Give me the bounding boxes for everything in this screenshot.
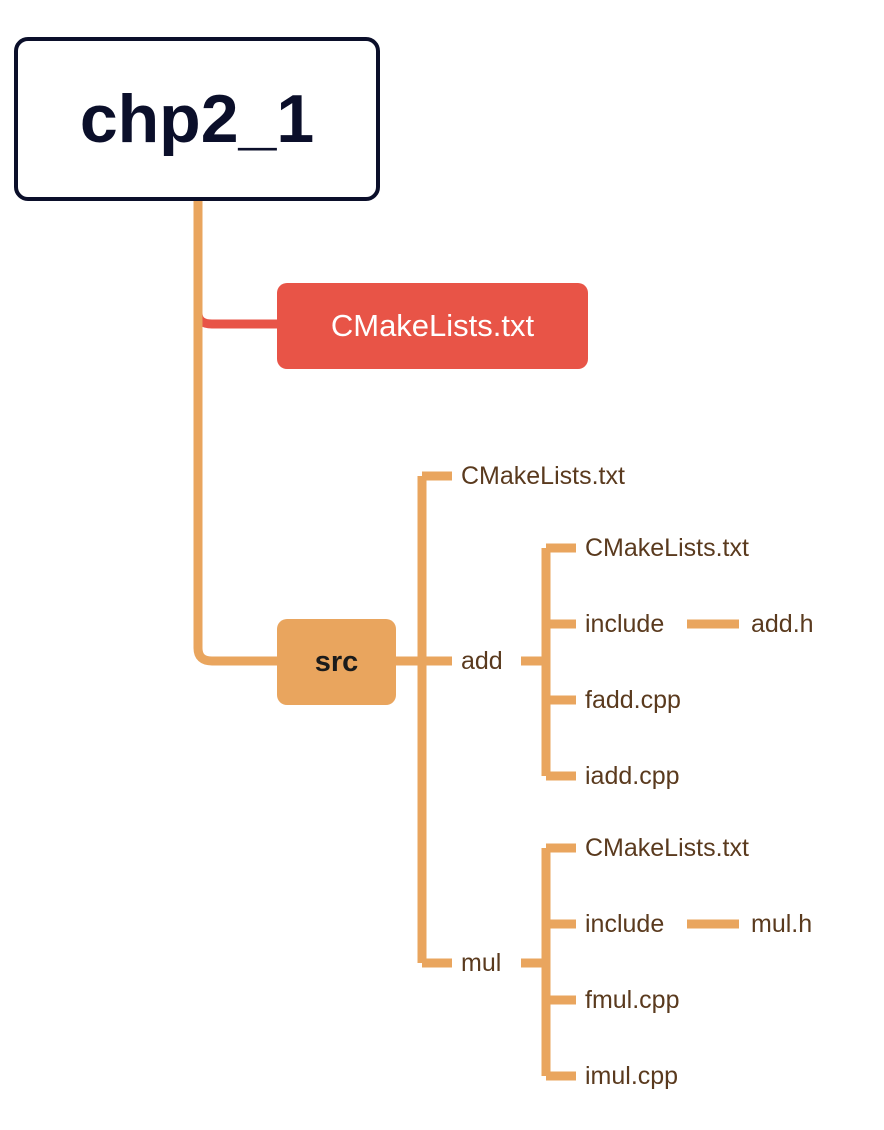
src-cmakelists-node[interactable]: CMakeLists.txt bbox=[461, 462, 625, 490]
iadd-cpp-node[interactable]: iadd.cpp bbox=[585, 762, 680, 790]
add-cmakelists-node[interactable]: CMakeLists.txt bbox=[585, 534, 749, 562]
add-include-node[interactable]: include bbox=[585, 610, 665, 638]
add-h-node[interactable]: add.h bbox=[751, 610, 814, 638]
imul-cpp-node[interactable]: imul.cpp bbox=[585, 1062, 679, 1090]
root-label: chp2_1 bbox=[79, 81, 315, 157]
root-node[interactable]: chp2_1 bbox=[14, 37, 380, 201]
mul-include-node[interactable]: include bbox=[585, 910, 665, 938]
fmul-cpp-node[interactable]: fmul.cpp bbox=[585, 986, 680, 1014]
src-label: src bbox=[314, 645, 359, 678]
mul-node[interactable]: mul bbox=[461, 949, 502, 977]
connector-root-cmake bbox=[193, 195, 284, 329]
src-node[interactable]: src bbox=[277, 619, 396, 705]
connector-root-src bbox=[193, 195, 284, 666]
mul-cmakelists-node[interactable]: CMakeLists.txt bbox=[585, 834, 749, 862]
mul-h-node[interactable]: mul.h bbox=[751, 910, 813, 938]
top-cmakelists-node[interactable]: CMakeLists.txt bbox=[277, 283, 588, 369]
add-node[interactable]: add bbox=[461, 647, 503, 675]
fadd-cpp-node[interactable]: fadd.cpp bbox=[585, 686, 681, 714]
top-cmakelists-label: CMakeLists.txt bbox=[330, 308, 535, 343]
